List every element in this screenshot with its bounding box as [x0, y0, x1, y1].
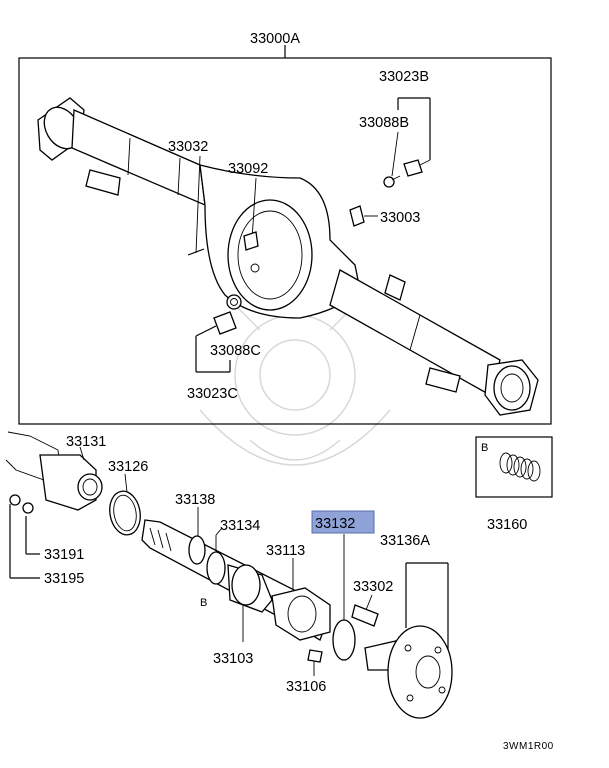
label-33003[interactable]: 33003 [380, 210, 420, 226]
label-33106[interactable]: 33106 [286, 679, 326, 695]
hub-bolt-33302[interactable] [351, 594, 379, 627]
label-33092[interactable]: 33092 [228, 161, 268, 177]
label-33191[interactable]: 33191 [44, 547, 84, 563]
label-33023C[interactable]: 33023C [187, 386, 238, 402]
label-33138[interactable]: 33138 [175, 492, 215, 508]
label-33195[interactable]: 33195 [44, 571, 84, 587]
ref-b-main: B [200, 597, 207, 609]
o-ring-33126[interactable] [106, 473, 143, 537]
label-33132[interactable]: 33132 [315, 516, 355, 532]
label-33103[interactable]: 33103 [213, 651, 253, 667]
plug-33088B[interactable] [383, 97, 431, 188]
label-33134[interactable]: 33134 [220, 518, 260, 534]
seal-33132[interactable] [332, 534, 356, 661]
label-33023B[interactable]: 33023B [379, 69, 429, 85]
axle-housing[interactable] [37, 97, 539, 416]
ref-b-inset: B [481, 442, 488, 454]
label-33302[interactable]: 33302 [353, 579, 393, 595]
axle-housing-frame [18, 45, 552, 425]
drawing-code: 3WM1R00 [503, 741, 554, 752]
bolt-33092[interactable] [243, 177, 259, 251]
label-33160[interactable]: 33160 [487, 517, 527, 533]
highlight-box [311, 510, 375, 534]
ring-33138[interactable] [188, 507, 206, 565]
label-33088C[interactable]: 33088C [210, 343, 261, 359]
label-33032[interactable]: 33032 [168, 139, 208, 155]
label-33126[interactable]: 33126 [108, 459, 148, 475]
breather-33003[interactable] [349, 205, 378, 227]
label-33136A[interactable]: 33136A [380, 533, 430, 549]
stud-33032[interactable] [187, 155, 205, 256]
label-33113[interactable]: 33113 [266, 543, 305, 559]
label-33131[interactable]: 33131 [66, 434, 106, 450]
plug-33088C[interactable] [195, 294, 242, 373]
spring-33160[interactable] [499, 452, 541, 482]
bearing-33134[interactable] [206, 527, 226, 585]
retainer-plate[interactable] [271, 558, 331, 641]
inset-box-33160 [475, 436, 553, 498]
label-33088B[interactable]: 33088B [359, 115, 409, 131]
label-33000A[interactable]: 33000A [250, 31, 300, 47]
axle-end-33131[interactable] [5, 431, 103, 511]
bolt-33106[interactable] [307, 649, 323, 676]
hub-33136A[interactable] [364, 562, 453, 719]
bearing-33103[interactable] [227, 564, 273, 642]
nut-33191[interactable] [9, 494, 40, 579]
